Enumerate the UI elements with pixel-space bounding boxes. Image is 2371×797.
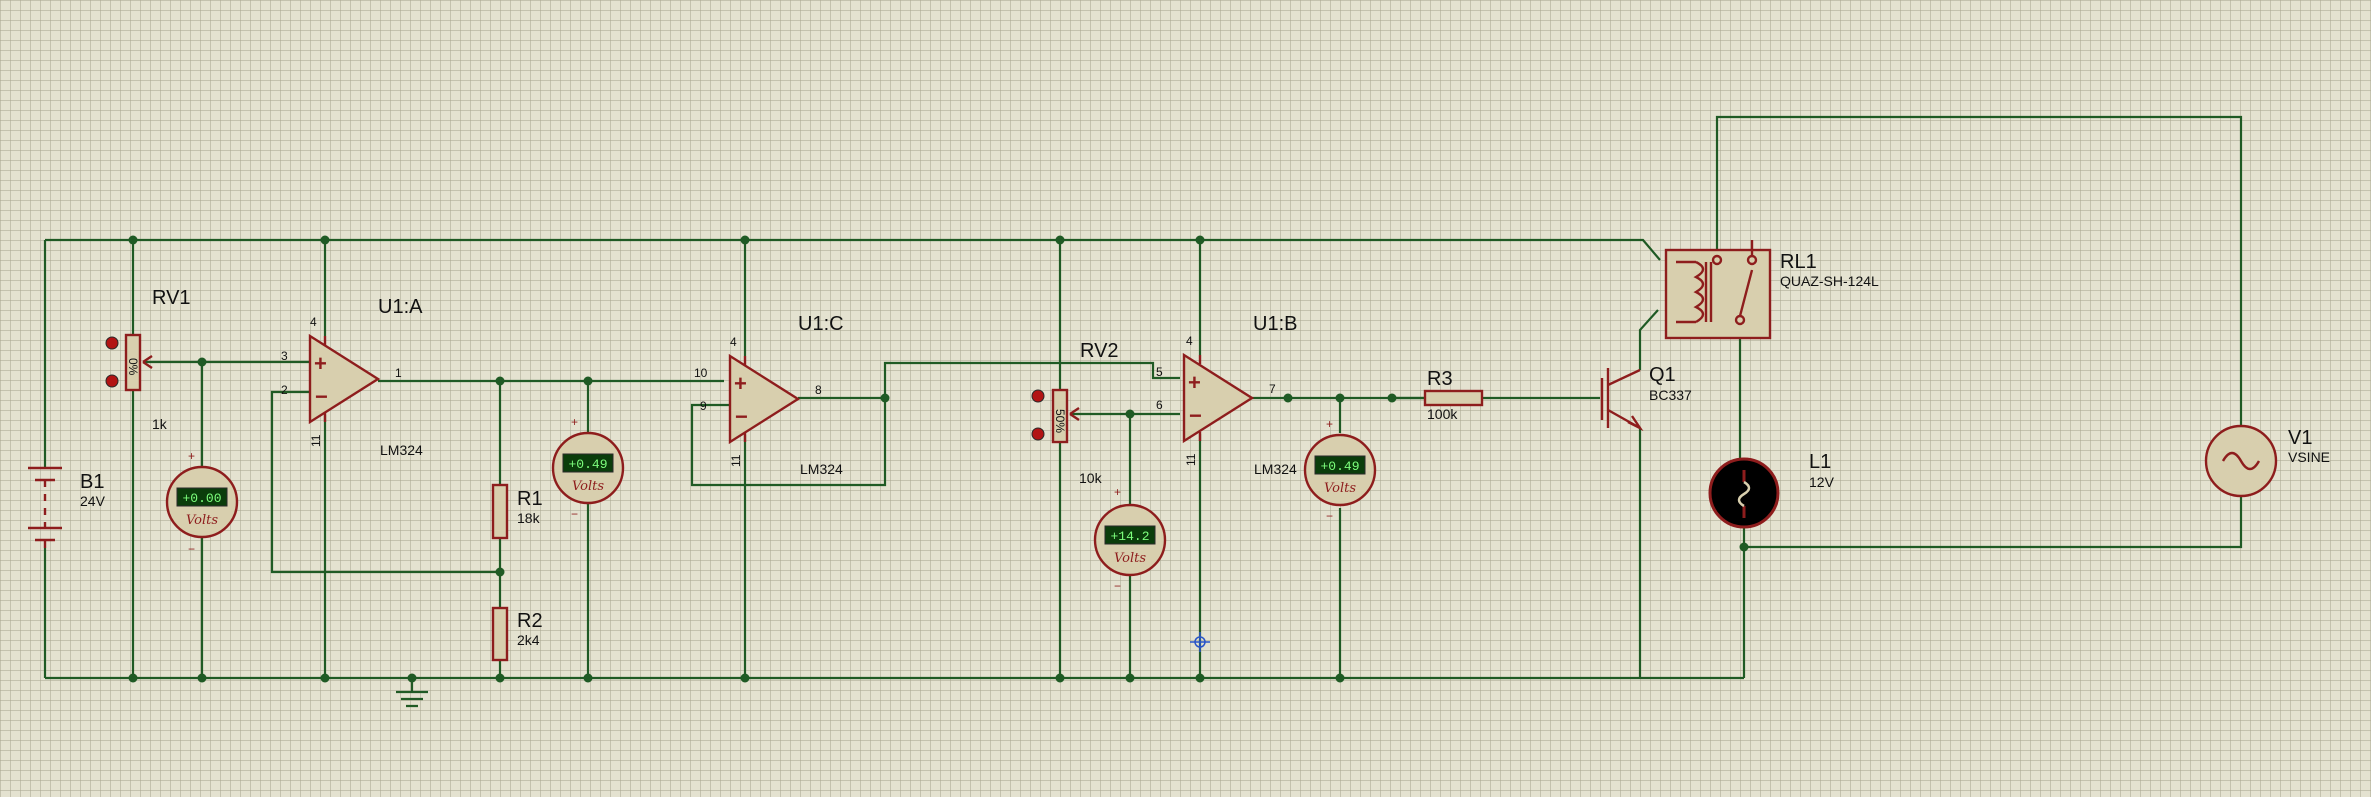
u1b-pin-inplus: 5 <box>1156 365 1163 379</box>
voltmeter-4-unit: Volts <box>1324 481 1356 496</box>
rv2-ref: RV2 <box>1080 340 1119 362</box>
voltmeter-2-minus: − <box>571 507 578 521</box>
u1b-ref: U1:B <box>1253 313 1297 335</box>
u1c-pin-out: 8 <box>815 383 822 397</box>
ac-source-v1[interactable]: V1 VSINE <box>2204 424 2330 498</box>
potentiometer-rv2[interactable]: 50% RV2 10k <box>1031 340 1119 486</box>
u1b-pin-vplus: 4 <box>1186 334 1193 348</box>
u1b-part: LM324 <box>1254 461 1297 477</box>
voltmeter-1[interactable]: +0.00 Volts + − <box>165 449 239 556</box>
u1a-part: LM324 <box>380 442 423 458</box>
u1b-pin-inminus: 6 <box>1156 398 1163 412</box>
junctions <box>128 235 1749 683</box>
voltmeter-4[interactable]: +0.49 Volts + − <box>1303 417 1377 523</box>
voltmeter-2-unit: Volts <box>572 479 604 494</box>
rv2-wiper-label: 50% <box>1053 409 1067 433</box>
rv2-value: 10k <box>1079 470 1103 486</box>
wires <box>43 115 2243 680</box>
opamp-u1b[interactable]: + − 4 11 5 6 7 U1:B LM324 <box>1156 313 1297 477</box>
voltmeter-3-unit: Volts <box>1114 551 1146 566</box>
u1c-pin-vplus: 4 <box>730 335 737 349</box>
u1c-minus-sign: − <box>735 404 748 429</box>
transistor-q1[interactable]: Q1 BC337 <box>1600 364 1692 432</box>
u1a-ref: U1:A <box>378 296 423 318</box>
voltmeter-2-reading: +0.49 <box>568 457 607 472</box>
b1-value: 24V <box>80 493 106 509</box>
voltmeter-3-minus: − <box>1114 579 1121 593</box>
u1c-ref: U1:C <box>798 313 844 335</box>
voltmeter-1-reading: +0.00 <box>182 491 221 506</box>
v1-value: VSINE <box>2288 449 2330 465</box>
rv1-increase-button[interactable] <box>105 336 119 350</box>
u1c-plus-sign: + <box>734 371 747 396</box>
r1-ref: R1 <box>517 488 543 510</box>
l1-ref: L1 <box>1809 451 1831 473</box>
relay-rl1[interactable]: RL1 QUAZ-SH-124L <box>1664 240 1879 340</box>
l1-value: 12V <box>1809 474 1835 490</box>
b1-ref: B1 <box>80 471 104 493</box>
voltmeter-2-plus: + <box>571 415 578 429</box>
rl1-ref: RL1 <box>1780 251 1817 273</box>
u1a-pin-inplus: 3 <box>281 349 288 363</box>
r2-ref: R2 <box>517 610 543 632</box>
voltmeter-4-minus: − <box>1326 509 1333 523</box>
voltmeter-3-reading: +14.2 <box>1110 529 1149 544</box>
rv1-ref: RV1 <box>152 287 191 309</box>
u1c-part: LM324 <box>800 461 843 477</box>
rv1-wiper-label: 0% <box>126 358 140 376</box>
rv1-value: 1k <box>152 416 168 432</box>
r3-ref: R3 <box>1427 368 1453 390</box>
v1-ref: V1 <box>2288 427 2312 449</box>
u1b-pin-out: 7 <box>1269 382 1276 396</box>
rl1-value: QUAZ-SH-124L <box>1780 273 1879 289</box>
rv2-increase-button[interactable] <box>1031 389 1045 403</box>
rv2-decrease-button[interactable] <box>1031 427 1045 441</box>
rv1-decrease-button[interactable] <box>105 374 119 388</box>
r3-value: 100k <box>1427 406 1458 422</box>
resistor-r1[interactable]: R1 18k <box>491 483 543 540</box>
u1a-plus-sign: + <box>314 351 327 376</box>
voltmeter-2[interactable]: +0.49 Volts + − <box>551 415 625 521</box>
voltmeter-1-unit: Volts <box>186 513 218 528</box>
u1c-pin-inminus: 9 <box>700 399 707 413</box>
r1-value: 18k <box>517 510 541 526</box>
q1-ref: Q1 <box>1649 364 1676 386</box>
u1a-pin-vminus: 11 <box>309 434 323 447</box>
battery-b1[interactable]: B1 24V <box>28 466 106 548</box>
u1a-pin-inminus: 2 <box>281 383 288 397</box>
crosshair-cursor-icon <box>1190 632 1210 652</box>
u1a-minus-sign: − <box>315 384 328 409</box>
voltmeter-3[interactable]: +14.2 Volts + − <box>1093 485 1167 593</box>
u1c-pin-inplus: 10 <box>694 366 708 380</box>
voltmeter-1-plus: + <box>188 449 195 463</box>
opamp-u1a[interactable]: + − 4 11 3 2 1 U1:A LM324 <box>281 296 423 458</box>
potentiometer-rv1[interactable]: 0% RV1 1k <box>105 287 191 432</box>
resistor-r2[interactable]: R2 2k4 <box>491 606 543 662</box>
opamp-u1c[interactable]: + − 4 11 10 9 8 U1:C LM324 <box>694 313 844 477</box>
ground-symbol[interactable] <box>396 678 428 708</box>
voltmeter-3-plus: + <box>1114 485 1121 499</box>
voltmeter-4-reading: +0.49 <box>1320 459 1359 474</box>
r2-value: 2k4 <box>517 632 540 648</box>
u1b-minus-sign: − <box>1189 403 1202 428</box>
u1c-pin-vminus: 11 <box>729 454 743 467</box>
u1b-pin-vminus: 11 <box>1184 453 1198 466</box>
voltmeter-1-minus: − <box>188 542 195 556</box>
resistor-r3[interactable]: R3 100k <box>1392 368 1484 422</box>
q1-value: BC337 <box>1649 387 1692 403</box>
u1b-plus-sign: + <box>1188 370 1201 395</box>
u1a-pin-vplus: 4 <box>310 315 317 329</box>
voltmeter-4-plus: + <box>1326 417 1333 431</box>
lamp-l1[interactable]: L1 12V <box>1708 451 1835 529</box>
u1a-pin-out: 1 <box>395 366 402 380</box>
